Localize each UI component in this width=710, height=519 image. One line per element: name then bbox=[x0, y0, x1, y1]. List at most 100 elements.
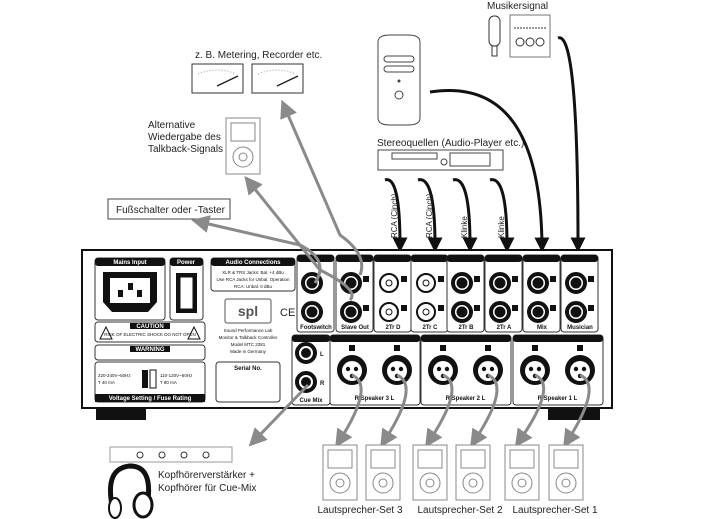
woofer-cap bbox=[425, 478, 435, 488]
woofer-cap bbox=[468, 478, 478, 488]
xlr-pin bbox=[536, 366, 542, 372]
voltage-left-2: T 40 mA bbox=[98, 380, 115, 385]
jack-center bbox=[532, 306, 544, 318]
xlr-face bbox=[478, 361, 498, 381]
channel-marker bbox=[588, 305, 594, 311]
xlr-pin bbox=[345, 366, 351, 372]
cable-label-klinke-1: Klinke bbox=[460, 216, 469, 238]
power-header: Power bbox=[177, 260, 196, 266]
channel-marker bbox=[363, 305, 369, 311]
jack-column-label: Footswitch bbox=[300, 325, 332, 331]
headphones-icon bbox=[108, 463, 154, 519]
speaker-section-header bbox=[513, 335, 603, 342]
hazard-icon bbox=[99, 325, 113, 340]
xlr-pin bbox=[390, 366, 396, 372]
speaker-icon bbox=[365, 444, 401, 501]
speaker-set-label: Lautsprecher-Set 1 bbox=[512, 505, 597, 516]
jack-center bbox=[494, 306, 506, 318]
xlr-pin bbox=[481, 366, 487, 372]
jack-column: Mix bbox=[522, 254, 561, 333]
source-cables bbox=[384, 36, 586, 253]
channel-marker bbox=[440, 345, 446, 351]
voltage-right-1: 110-120V~60Hz bbox=[160, 373, 193, 378]
musician-box-icon bbox=[509, 14, 551, 58]
channel-label: L bbox=[320, 352, 324, 358]
maker-line-3: Model MTC 2381 bbox=[231, 342, 266, 347]
jack-column: 2Tr A bbox=[484, 254, 523, 333]
jack-center bbox=[385, 279, 393, 287]
woofer-cap bbox=[517, 478, 527, 488]
channel-marker bbox=[401, 276, 407, 282]
tweeter-horn bbox=[417, 449, 443, 469]
maker-line-2: Monitor & Talkback Controller bbox=[219, 335, 278, 340]
channel-marker bbox=[485, 345, 491, 351]
xlr-pin bbox=[398, 366, 404, 372]
woofer bbox=[462, 472, 484, 494]
channel-marker bbox=[532, 345, 538, 351]
woofer bbox=[329, 472, 351, 494]
headphone-amp-icon bbox=[109, 446, 233, 463]
maker-line-1: Sound Performance Lab bbox=[224, 328, 273, 333]
jack-center bbox=[301, 348, 311, 358]
speaker-output-section: R Speaker 2 L bbox=[420, 334, 512, 406]
audio-player-icon bbox=[377, 149, 504, 171]
jack-column: Slave Out bbox=[335, 254, 374, 333]
jack-column-label: 2Tr C bbox=[422, 325, 438, 331]
jack-column-header bbox=[374, 255, 411, 262]
xlr-pin bbox=[436, 366, 442, 372]
jack-column-header bbox=[523, 255, 560, 262]
jack-column: Musician bbox=[560, 254, 599, 333]
maker-line-4: Made in Germany bbox=[230, 349, 267, 354]
channel-marker bbox=[577, 345, 583, 351]
voltage-footer: Voltage Setting / Fuse Rating bbox=[109, 396, 192, 402]
channel-marker bbox=[550, 305, 556, 311]
xlr-pin bbox=[581, 366, 587, 372]
vu-meter-icon bbox=[191, 63, 304, 94]
woofer-cap bbox=[561, 478, 571, 488]
stereo-sources-label: Stereoquellen (Audio-Player etc.) bbox=[377, 138, 524, 149]
xlr-face bbox=[525, 361, 545, 381]
jack-column-label: Slave Out bbox=[341, 325, 369, 331]
talkback-alt-line-1: Alternative bbox=[148, 120, 196, 131]
tweeter-horn bbox=[370, 449, 396, 469]
cable-label-klinke-2: Klinke bbox=[497, 216, 506, 238]
channel-marker bbox=[550, 276, 556, 282]
xlr-face bbox=[387, 361, 407, 381]
channel-marker bbox=[512, 276, 518, 282]
speaker-output-label: R Speaker 2 L bbox=[446, 396, 486, 402]
tweeter-horn bbox=[509, 449, 535, 469]
jack-column-header bbox=[447, 255, 484, 262]
tweeter-horn bbox=[553, 449, 579, 469]
footswitch-box bbox=[107, 198, 231, 220]
speaker-output-section: R Speaker 1 L bbox=[512, 334, 604, 406]
tweeter-horn bbox=[327, 449, 353, 469]
speaker-set-label: Lautsprecher-Set 2 bbox=[417, 505, 502, 516]
jack-center bbox=[345, 277, 357, 289]
channel-marker bbox=[512, 305, 518, 311]
talkback-speaker-icon bbox=[225, 117, 261, 175]
xlr-pin bbox=[528, 366, 534, 372]
musician-signal-label: Musikersignal bbox=[487, 1, 548, 12]
channel-marker bbox=[438, 305, 444, 311]
jack-center bbox=[422, 308, 430, 316]
xlr-pin bbox=[489, 366, 495, 372]
jack-column-label: 2Tr D bbox=[385, 325, 401, 331]
speaker-icon bbox=[322, 444, 358, 501]
rear-panel: Mains Input Power Audio Connections XLR … bbox=[81, 249, 613, 420]
channel-marker bbox=[349, 345, 355, 351]
jack-center bbox=[570, 306, 582, 318]
jack-center bbox=[494, 277, 506, 289]
jack-center bbox=[345, 306, 357, 318]
channel-marker bbox=[438, 276, 444, 282]
woofer bbox=[419, 472, 441, 494]
jack-column: 2Tr C bbox=[410, 254, 449, 333]
metering-label: z. B. Metering, Recorder etc. bbox=[195, 50, 322, 61]
channel-marker bbox=[474, 305, 480, 311]
xlr-pin bbox=[444, 366, 450, 372]
jack-column-label: Mix bbox=[537, 325, 548, 331]
jack-column-header bbox=[411, 255, 448, 262]
speaker-icon bbox=[548, 444, 584, 501]
channel-marker bbox=[401, 305, 407, 311]
